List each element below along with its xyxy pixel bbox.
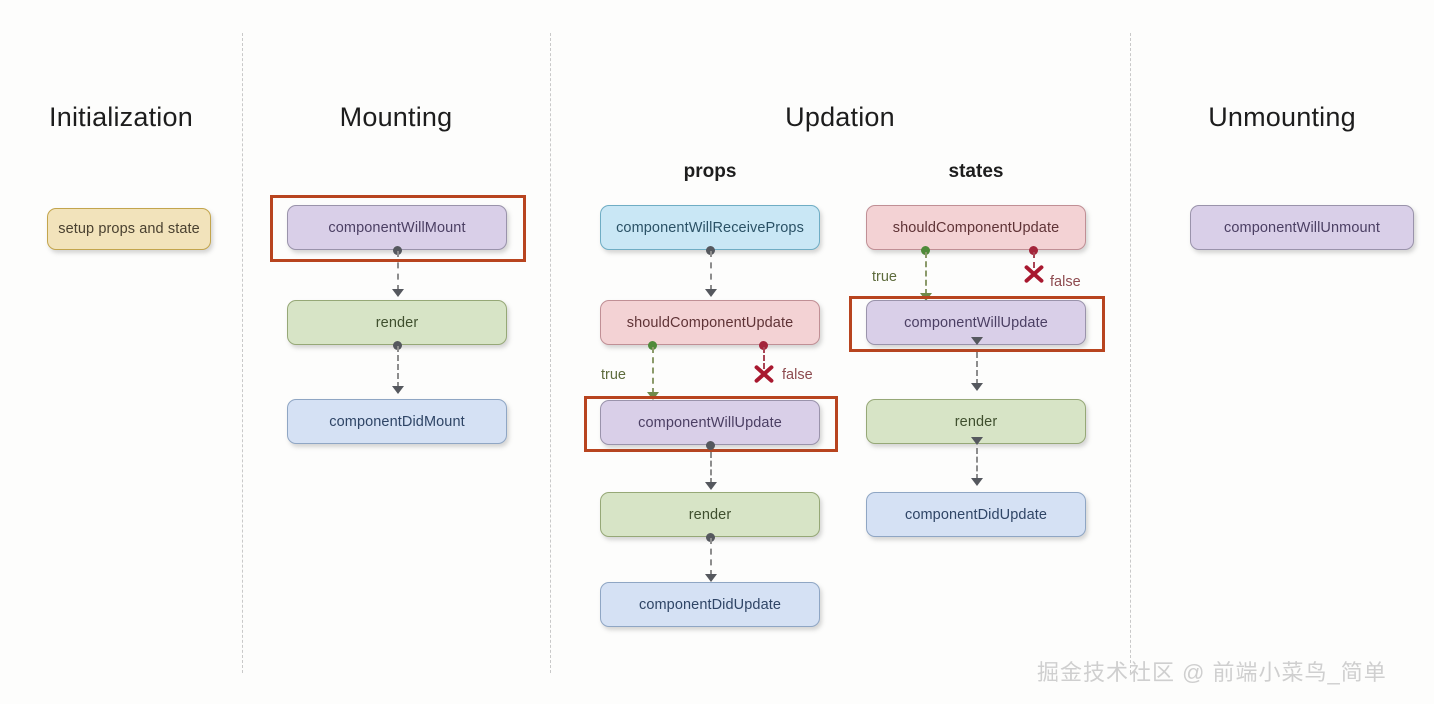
node-label: shouldComponentUpdate bbox=[626, 314, 794, 331]
node-component-did-mount[interactable]: componentDidMount bbox=[287, 399, 507, 444]
connector-arrow bbox=[392, 289, 404, 297]
column-divider-2 bbox=[550, 33, 551, 673]
node-label: componentWillUpdate bbox=[904, 314, 1048, 331]
node-component-did-update-states[interactable]: componentDidUpdate bbox=[866, 492, 1086, 537]
branch-label-true-props: true bbox=[601, 367, 626, 383]
node-label: componentWillMount bbox=[328, 219, 466, 236]
connector-dot bbox=[706, 441, 715, 450]
branch-dot-false bbox=[759, 341, 768, 350]
node-component-will-mount[interactable]: componentWillMount bbox=[287, 205, 507, 250]
node-component-will-unmount[interactable]: componentWillUnmount bbox=[1190, 205, 1414, 250]
node-label: componentDidUpdate bbox=[904, 506, 1048, 523]
node-label: render bbox=[375, 314, 419, 331]
node-label: render bbox=[954, 413, 998, 430]
branch-label-false-states: false bbox=[1050, 274, 1081, 290]
node-label: setup props and state bbox=[58, 221, 200, 237]
node-setup-props-and-state[interactable]: setup props and state bbox=[47, 208, 211, 250]
subtitle-props: props bbox=[683, 161, 737, 182]
connector-arrow bbox=[971, 337, 983, 345]
branch-label-false-props: false bbox=[782, 367, 813, 383]
cross-icon bbox=[1022, 262, 1046, 286]
branch-line-true bbox=[652, 347, 654, 394]
branch-dot-false bbox=[1029, 246, 1038, 255]
phase-title-mounting: Mounting bbox=[339, 102, 453, 132]
subtitle-states: states bbox=[948, 161, 1004, 182]
node-render-mounting[interactable]: render bbox=[287, 300, 507, 345]
connector-dot bbox=[706, 246, 715, 255]
phase-title-unmounting: Unmounting bbox=[1208, 102, 1356, 132]
connector-dot bbox=[393, 341, 402, 350]
connector-arrow bbox=[971, 478, 983, 486]
node-should-component-update-props[interactable]: shouldComponentUpdate bbox=[600, 300, 820, 345]
branch-line-false bbox=[1033, 252, 1035, 268]
connector-line bbox=[397, 251, 399, 291]
node-component-did-update-props[interactable]: componentDidUpdate bbox=[600, 582, 820, 627]
connector-arrow bbox=[392, 386, 404, 394]
node-render-states[interactable]: render bbox=[866, 399, 1086, 444]
phase-title-initialization: Initialization bbox=[49, 102, 193, 132]
connector-dot bbox=[393, 246, 402, 255]
node-label: componentDidUpdate bbox=[638, 596, 782, 613]
column-divider-1 bbox=[242, 33, 243, 673]
branch-dot-true bbox=[648, 341, 657, 350]
column-divider-3 bbox=[1130, 33, 1131, 673]
node-label: componentWillReceiveProps bbox=[616, 219, 804, 236]
branch-line-true bbox=[925, 252, 927, 295]
connector-arrow bbox=[971, 437, 983, 445]
node-render-props[interactable]: render bbox=[600, 492, 820, 537]
node-label: render bbox=[688, 506, 732, 523]
connector-line bbox=[397, 346, 399, 388]
connector-arrow bbox=[705, 482, 717, 490]
node-label: componentDidMount bbox=[329, 413, 465, 430]
connector-line bbox=[976, 448, 978, 480]
node-label: componentWillUnmount bbox=[1224, 219, 1380, 236]
connector-line bbox=[710, 452, 712, 484]
connector-line bbox=[710, 538, 712, 576]
node-component-will-update-props[interactable]: componentWillUpdate bbox=[600, 400, 820, 445]
node-component-will-receive-props[interactable]: componentWillReceiveProps bbox=[600, 205, 820, 250]
connector-line bbox=[976, 352, 978, 385]
branch-line-false bbox=[763, 347, 765, 369]
connector-line bbox=[710, 251, 712, 291]
highlight-box-component-will-update-states bbox=[849, 296, 1105, 352]
highlight-box-component-will-update-props bbox=[584, 396, 838, 452]
connector-arrow bbox=[705, 574, 717, 582]
connector-arrow bbox=[971, 383, 983, 391]
branch-dot-true bbox=[921, 246, 930, 255]
connector-arrow bbox=[705, 289, 717, 297]
phase-title-updation: Updation bbox=[785, 102, 895, 132]
branch-label-true-states: true bbox=[872, 269, 897, 285]
cross-icon bbox=[752, 362, 776, 386]
node-label: componentWillUpdate bbox=[638, 414, 782, 431]
node-should-component-update-states[interactable]: shouldComponentUpdate bbox=[866, 205, 1086, 250]
connector-dot bbox=[706, 533, 715, 542]
node-label: shouldComponentUpdate bbox=[892, 219, 1060, 236]
watermark-text: 掘金技术社区 @ 前端小菜鸟_简单 bbox=[1037, 660, 1387, 685]
